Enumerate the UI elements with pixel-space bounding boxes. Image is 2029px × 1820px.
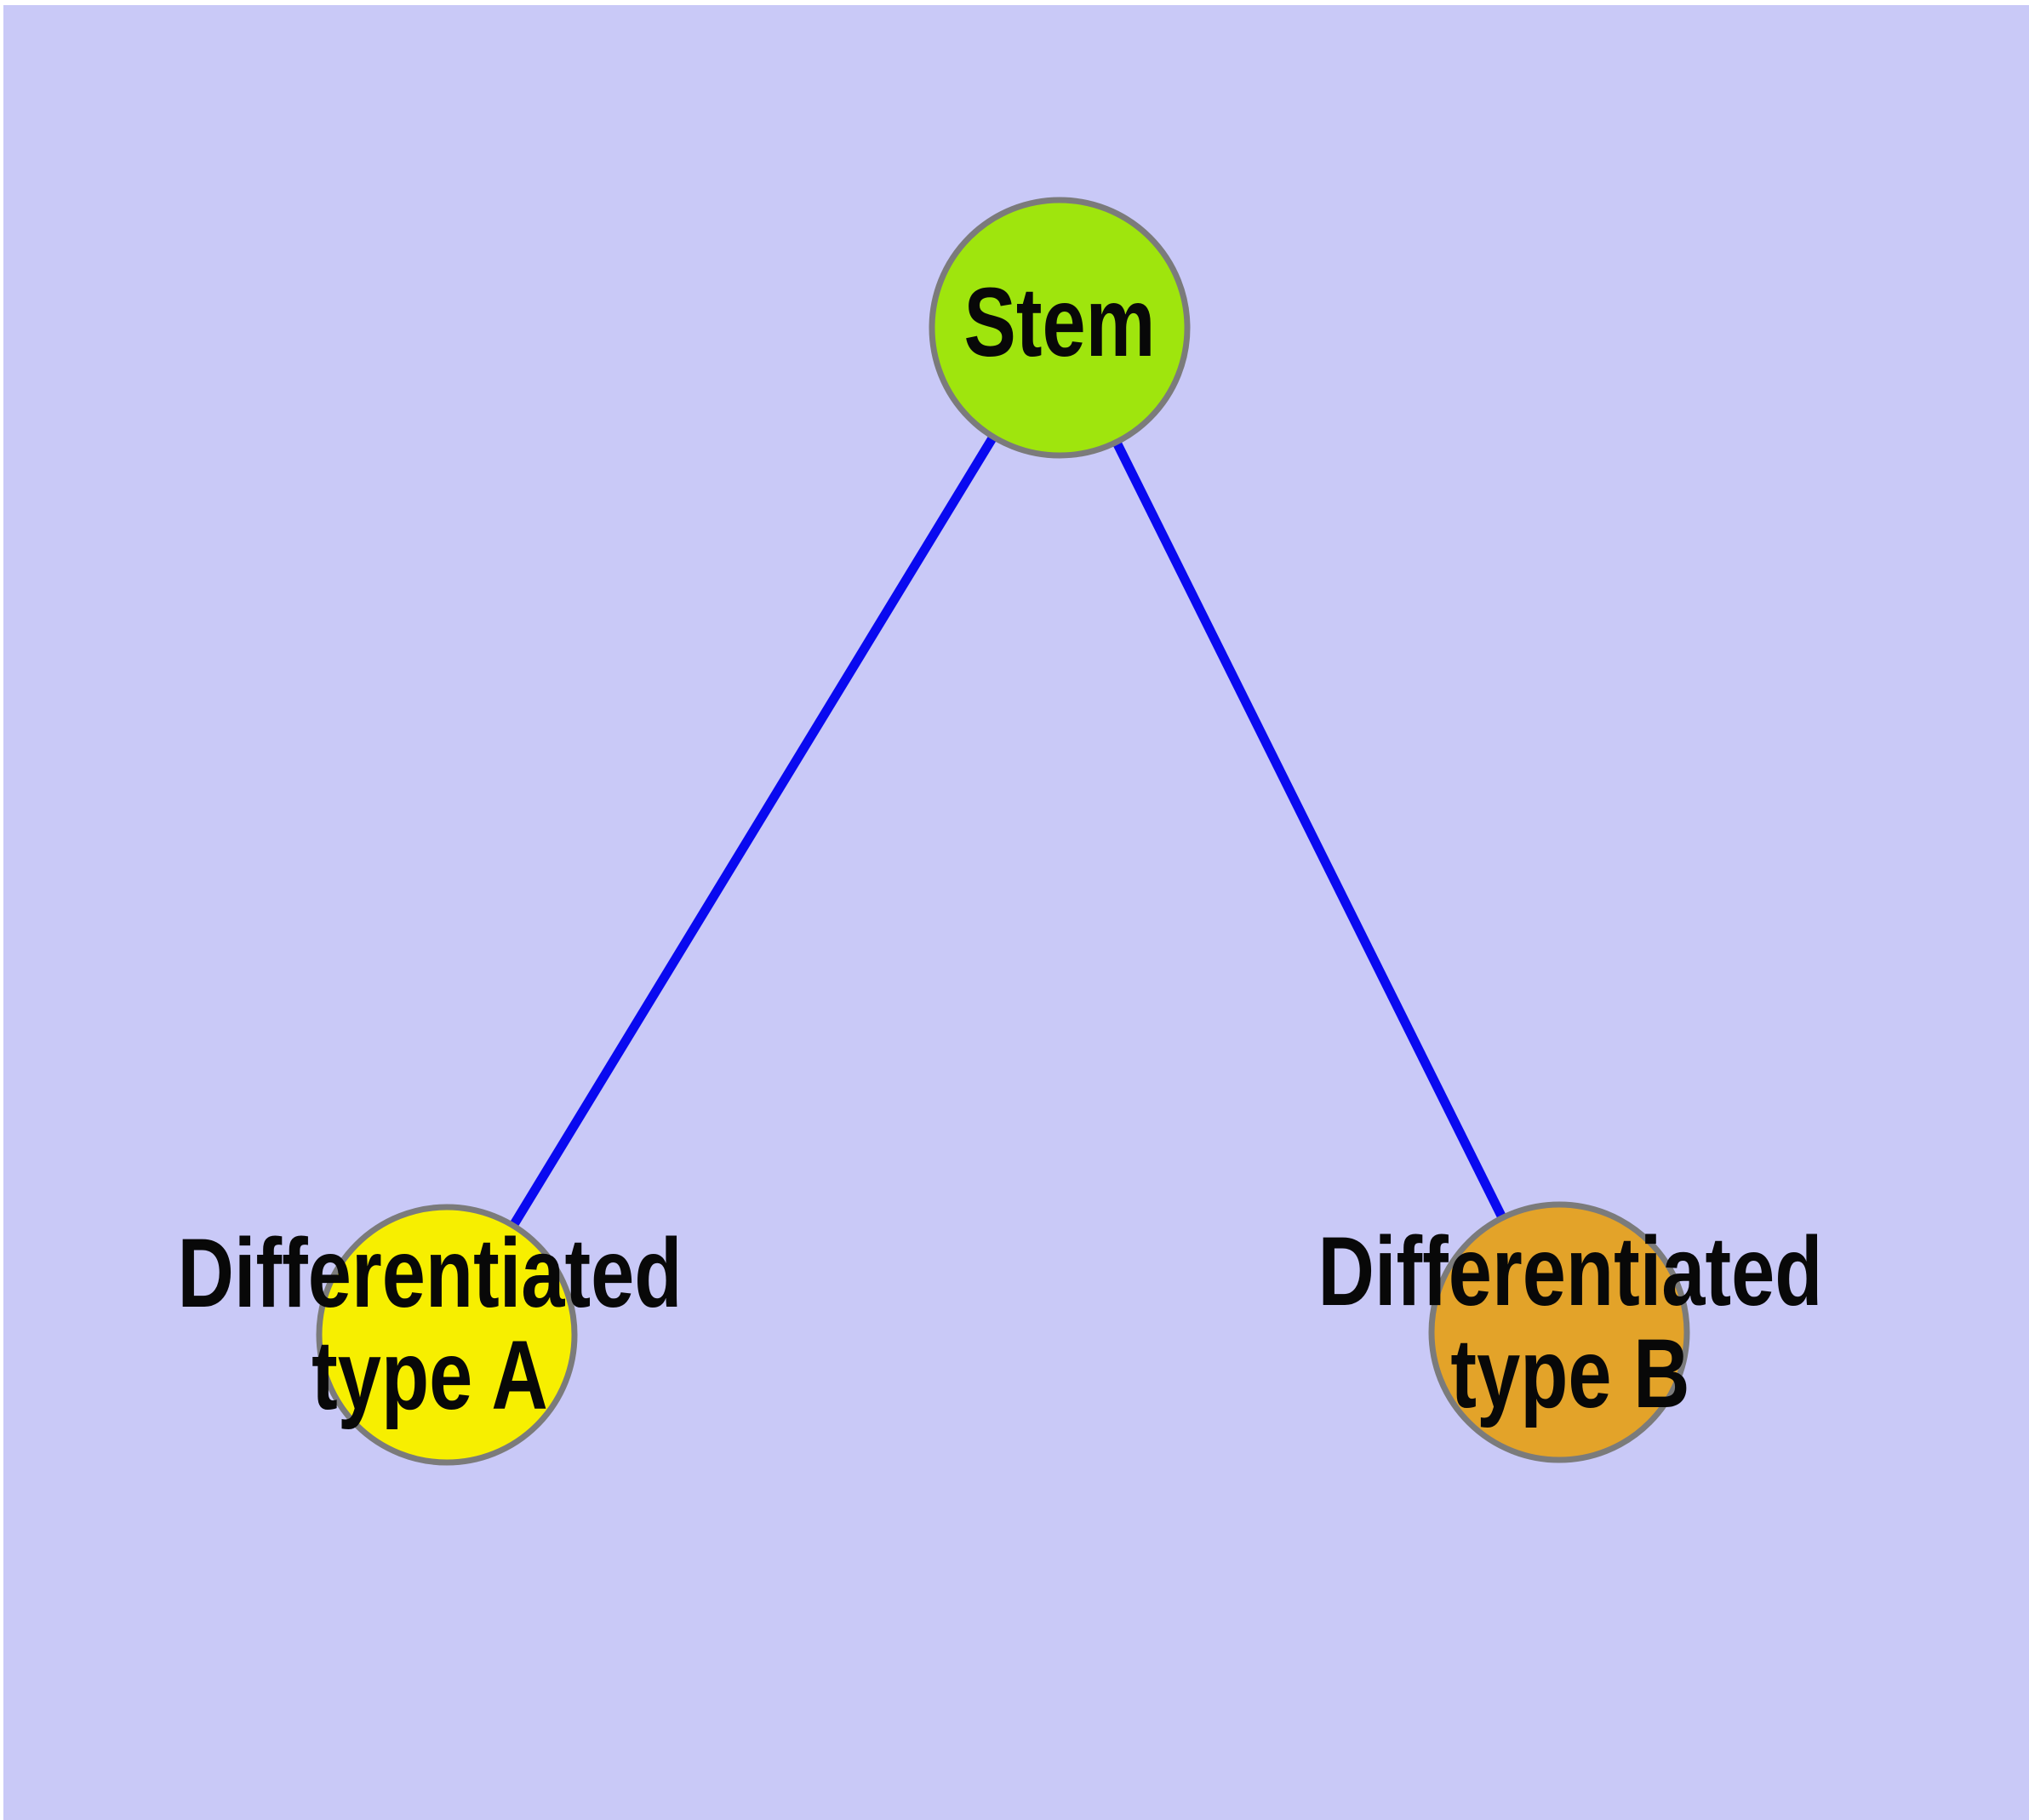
node-type-a-label-line1: Differentiated [178,1219,683,1328]
node-type-b-label-line2: type B [1450,1319,1689,1428]
edge-stem-to-type-a [443,325,1064,1337]
node-stem[interactable]: Stem [929,197,1191,459]
node-type-b-circle[interactable] [1428,1201,1690,1463]
edge-stem-to-type-b [1055,325,1563,1335]
node-type-b-label-line1: Differentiated [1318,1217,1823,1326]
edge-group [443,325,1563,1337]
node-stem-label: Stem [964,268,1156,377]
node-type-a-circle[interactable] [316,1204,578,1466]
node-differentiated-type-a[interactable]: Differentiated type A [178,1204,683,1466]
node-differentiated-type-b[interactable]: Differentiated type B [1318,1201,1823,1463]
node-stem-circle[interactable] [929,197,1191,459]
node-type-a-label-line2: type A [311,1321,548,1430]
